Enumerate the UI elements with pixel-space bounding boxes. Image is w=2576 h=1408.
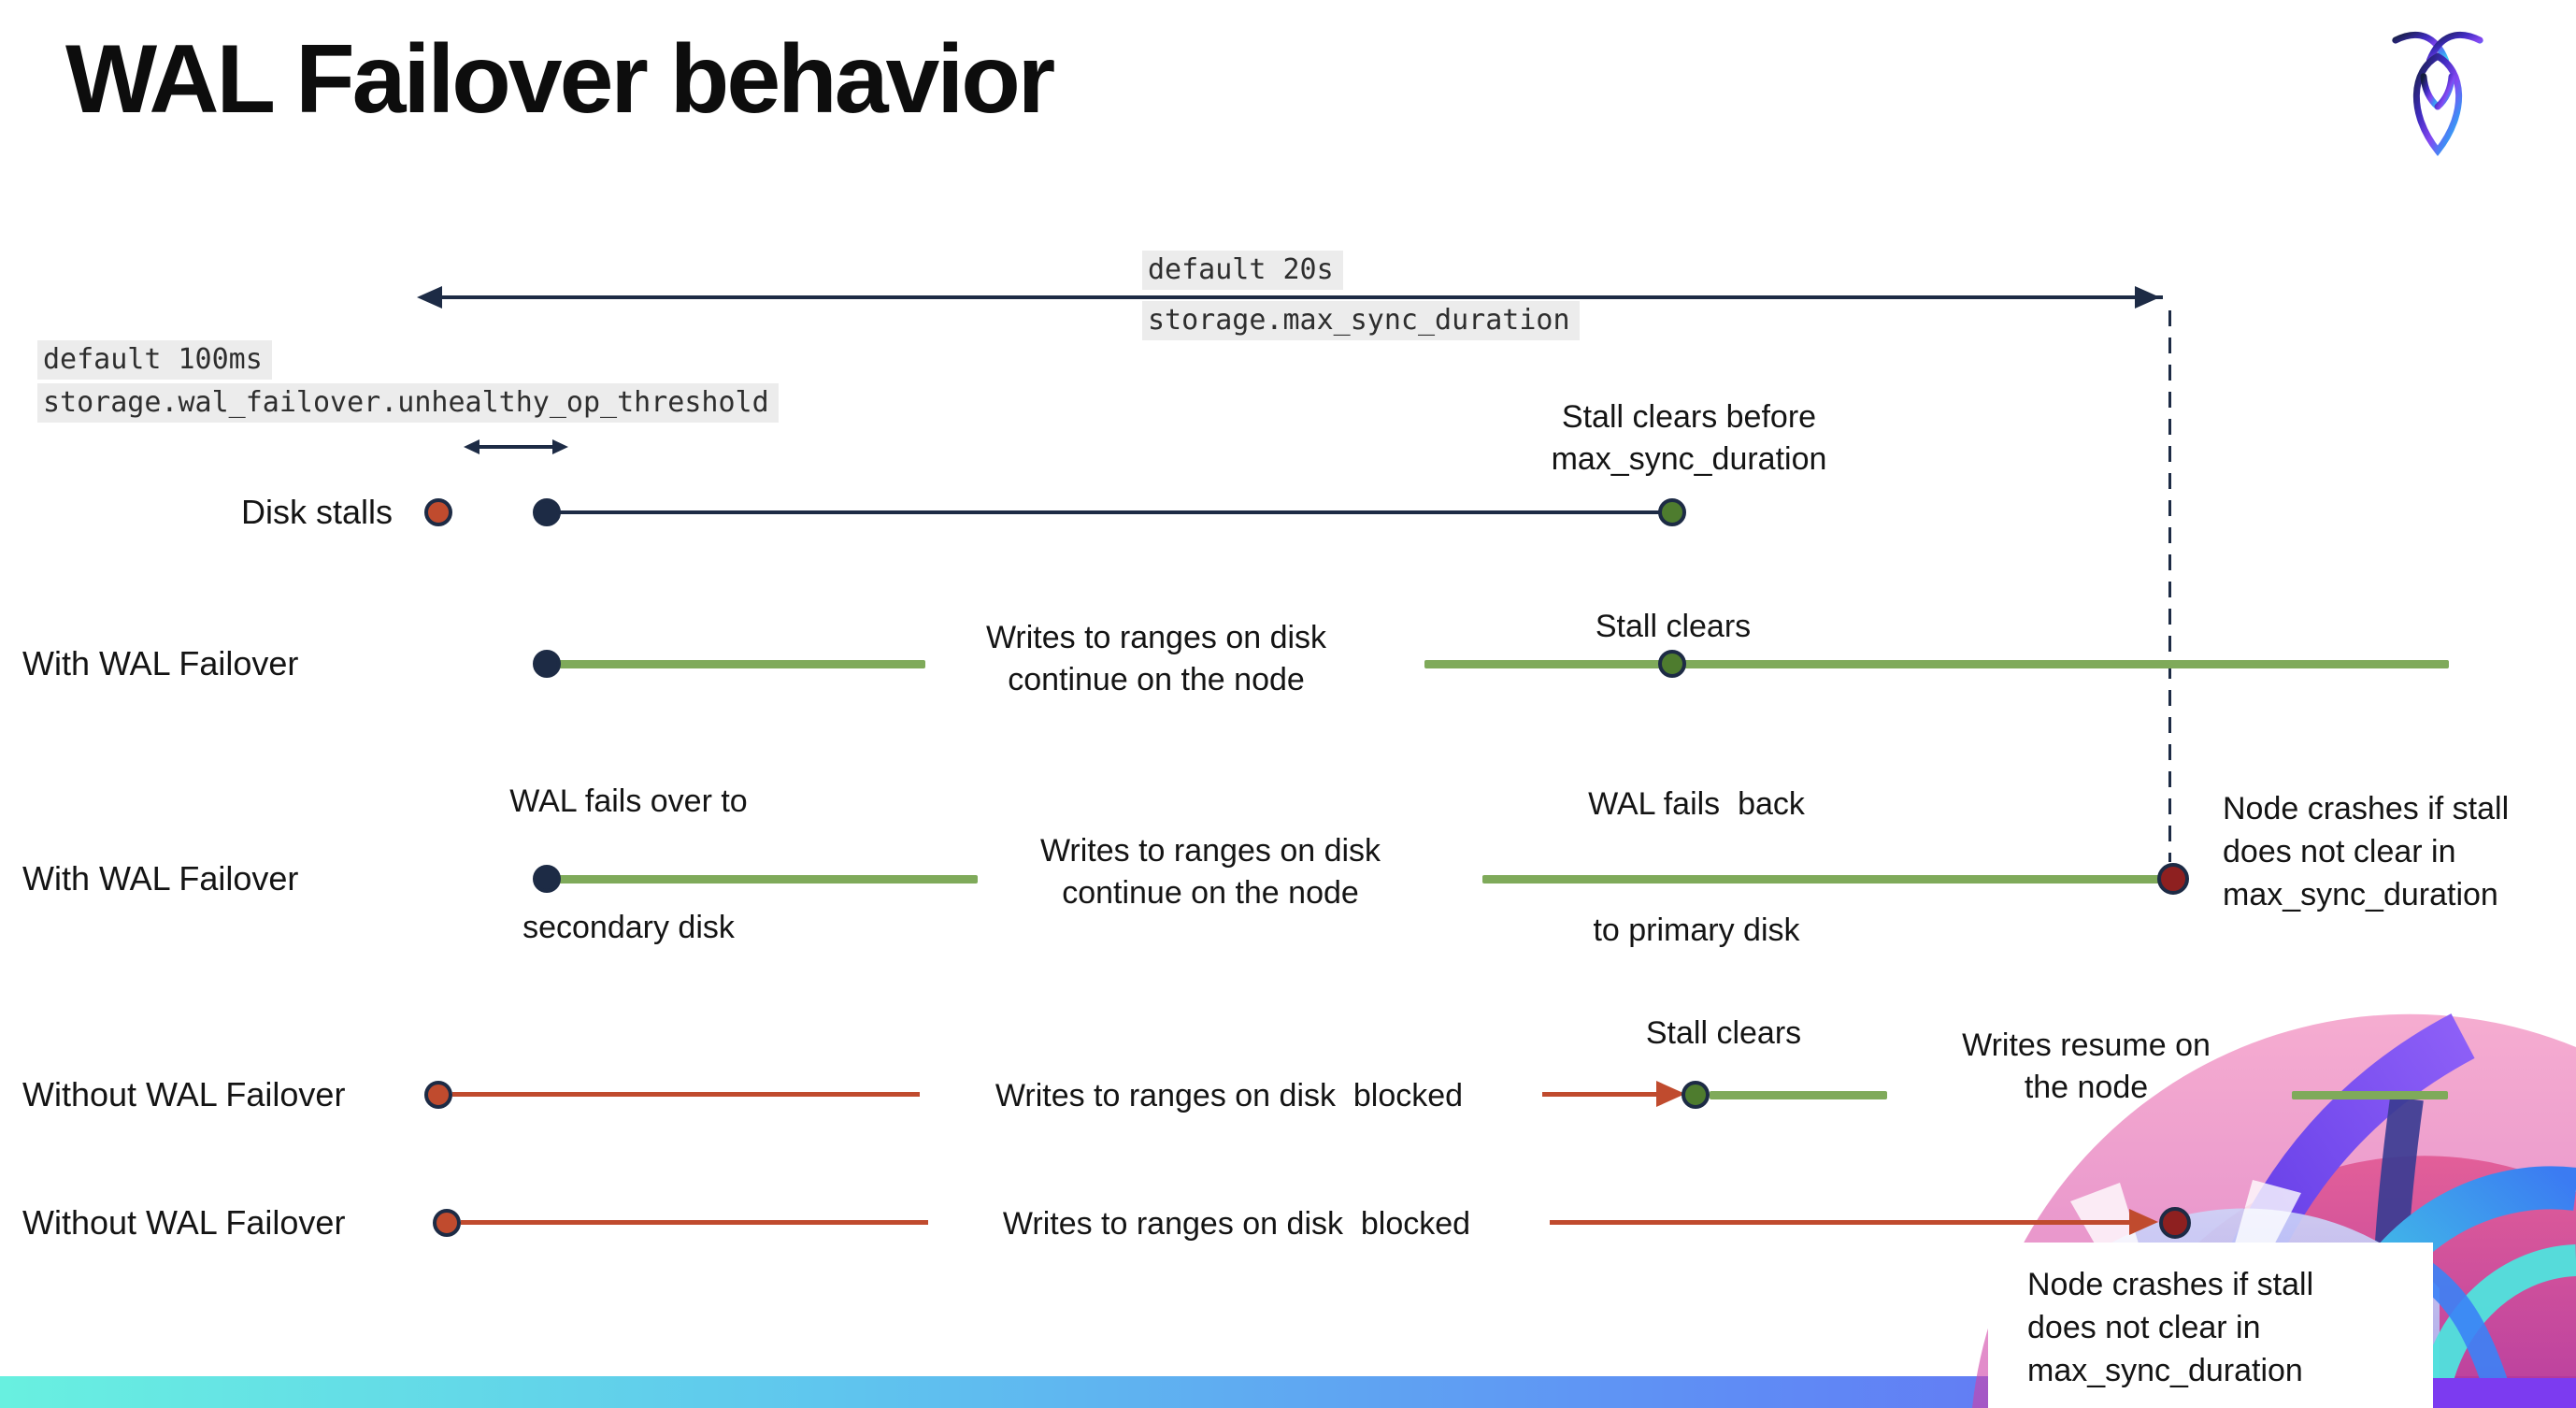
max-sync-duration-span-line <box>437 295 2163 299</box>
stall-clears-caption-b: Stall clears <box>1595 609 1752 644</box>
writes-blocked-arrow-line-2 <box>1550 1220 2137 1225</box>
writes-continue-line-1 <box>559 660 925 668</box>
stall-start-dot-d <box>424 1081 452 1109</box>
node-crash-dot-2 <box>2159 1207 2191 1239</box>
writes-resume-line-2 <box>2292 1091 2448 1099</box>
stall-clears-before-caption: Stall clears before max_sync_duration <box>1551 399 1827 477</box>
writes-continue-line-4 <box>1482 875 2163 884</box>
writes-resume-caption: Writes resume on the node <box>1962 1027 2211 1105</box>
disk-stalls-timeline <box>547 510 1672 514</box>
red-arrowhead-icon-1 <box>1656 1081 1685 1107</box>
writes-blocked-caption-1: Writes to ranges on disk blocked <box>995 1078 1464 1113</box>
max-sync-deadline-dashed-line <box>2168 310 2171 862</box>
node-crash-dot-1 <box>2157 863 2189 895</box>
arrowhead-right-icon <box>2135 286 2160 309</box>
row-label-disk-stalls: Disk stalls <box>240 493 393 531</box>
max-sync-default-label: default 20s <box>1142 251 1343 290</box>
writes-resume-line-1 <box>1710 1091 1887 1099</box>
row-label-with-wal-failover-1: With WAL Failover <box>22 644 299 682</box>
writes-continue-caption-2: Writes to ranges on disk continue on the… <box>1039 833 1381 911</box>
writes-blocked-line-1 <box>452 1092 920 1097</box>
red-arrowhead-icon-2 <box>2129 1209 2158 1235</box>
node-crash-callout-box: Node crashes if stall does not clear in … <box>1988 1243 2433 1408</box>
node-crash-caption-1: Node crashes if stall does not clear in … <box>2223 791 2510 912</box>
row-label-without-wal-failover-2: Without WAL Failover <box>22 1203 346 1242</box>
stall-start-dot-e <box>433 1209 461 1237</box>
writes-blocked-line-2 <box>461 1220 928 1225</box>
threshold-setting-label: storage.wal_failover.unhealthy_op_thresh… <box>37 383 779 423</box>
small-arrowhead-right-icon <box>552 439 568 454</box>
wal-fails-over-caption: WAL fails over to secondary disk <box>509 783 748 945</box>
row-label-with-wal-failover-2: With WAL Failover <box>22 859 299 898</box>
stall-clear-dot <box>1658 498 1686 526</box>
writes-blocked-caption-2: Writes to ranges on disk blocked <box>1002 1206 1471 1242</box>
failover-dot-2 <box>533 865 561 893</box>
wal-fails-back-caption: WAL fails back to primary disk <box>1588 786 1805 948</box>
page-title: WAL Failover behavior <box>65 25 1055 134</box>
cockroachdb-logo-icon <box>2392 31 2483 157</box>
small-arrowhead-left-icon <box>464 439 479 454</box>
writes-blocked-arrow-line-1 <box>1542 1092 1666 1097</box>
writes-continue-caption-1: Writes to ranges on disk continue on the… <box>985 620 1327 697</box>
node-crash-caption-2: Node crashes if stall does not clear in … <box>2027 1267 2314 1388</box>
stall-clear-failback-dot <box>1658 650 1686 678</box>
failover-trigger-dot <box>533 498 561 526</box>
arrowhead-left-icon <box>417 286 442 309</box>
threshold-default-label: default 100ms <box>37 340 272 380</box>
failover-dot <box>533 650 561 678</box>
stall-clears-caption-d: Stall clears <box>1645 1015 1802 1051</box>
writes-continue-line-2 <box>1424 660 2449 668</box>
stall-clear-dot-d <box>1682 1081 1710 1109</box>
writes-continue-line-3 <box>559 875 978 884</box>
stall-start-dot <box>424 498 452 526</box>
threshold-span-line <box>477 445 555 449</box>
row-label-without-wal-failover-1: Without WAL Failover <box>22 1075 346 1113</box>
max-sync-setting-label: storage.max_sync_duration <box>1142 301 1580 340</box>
